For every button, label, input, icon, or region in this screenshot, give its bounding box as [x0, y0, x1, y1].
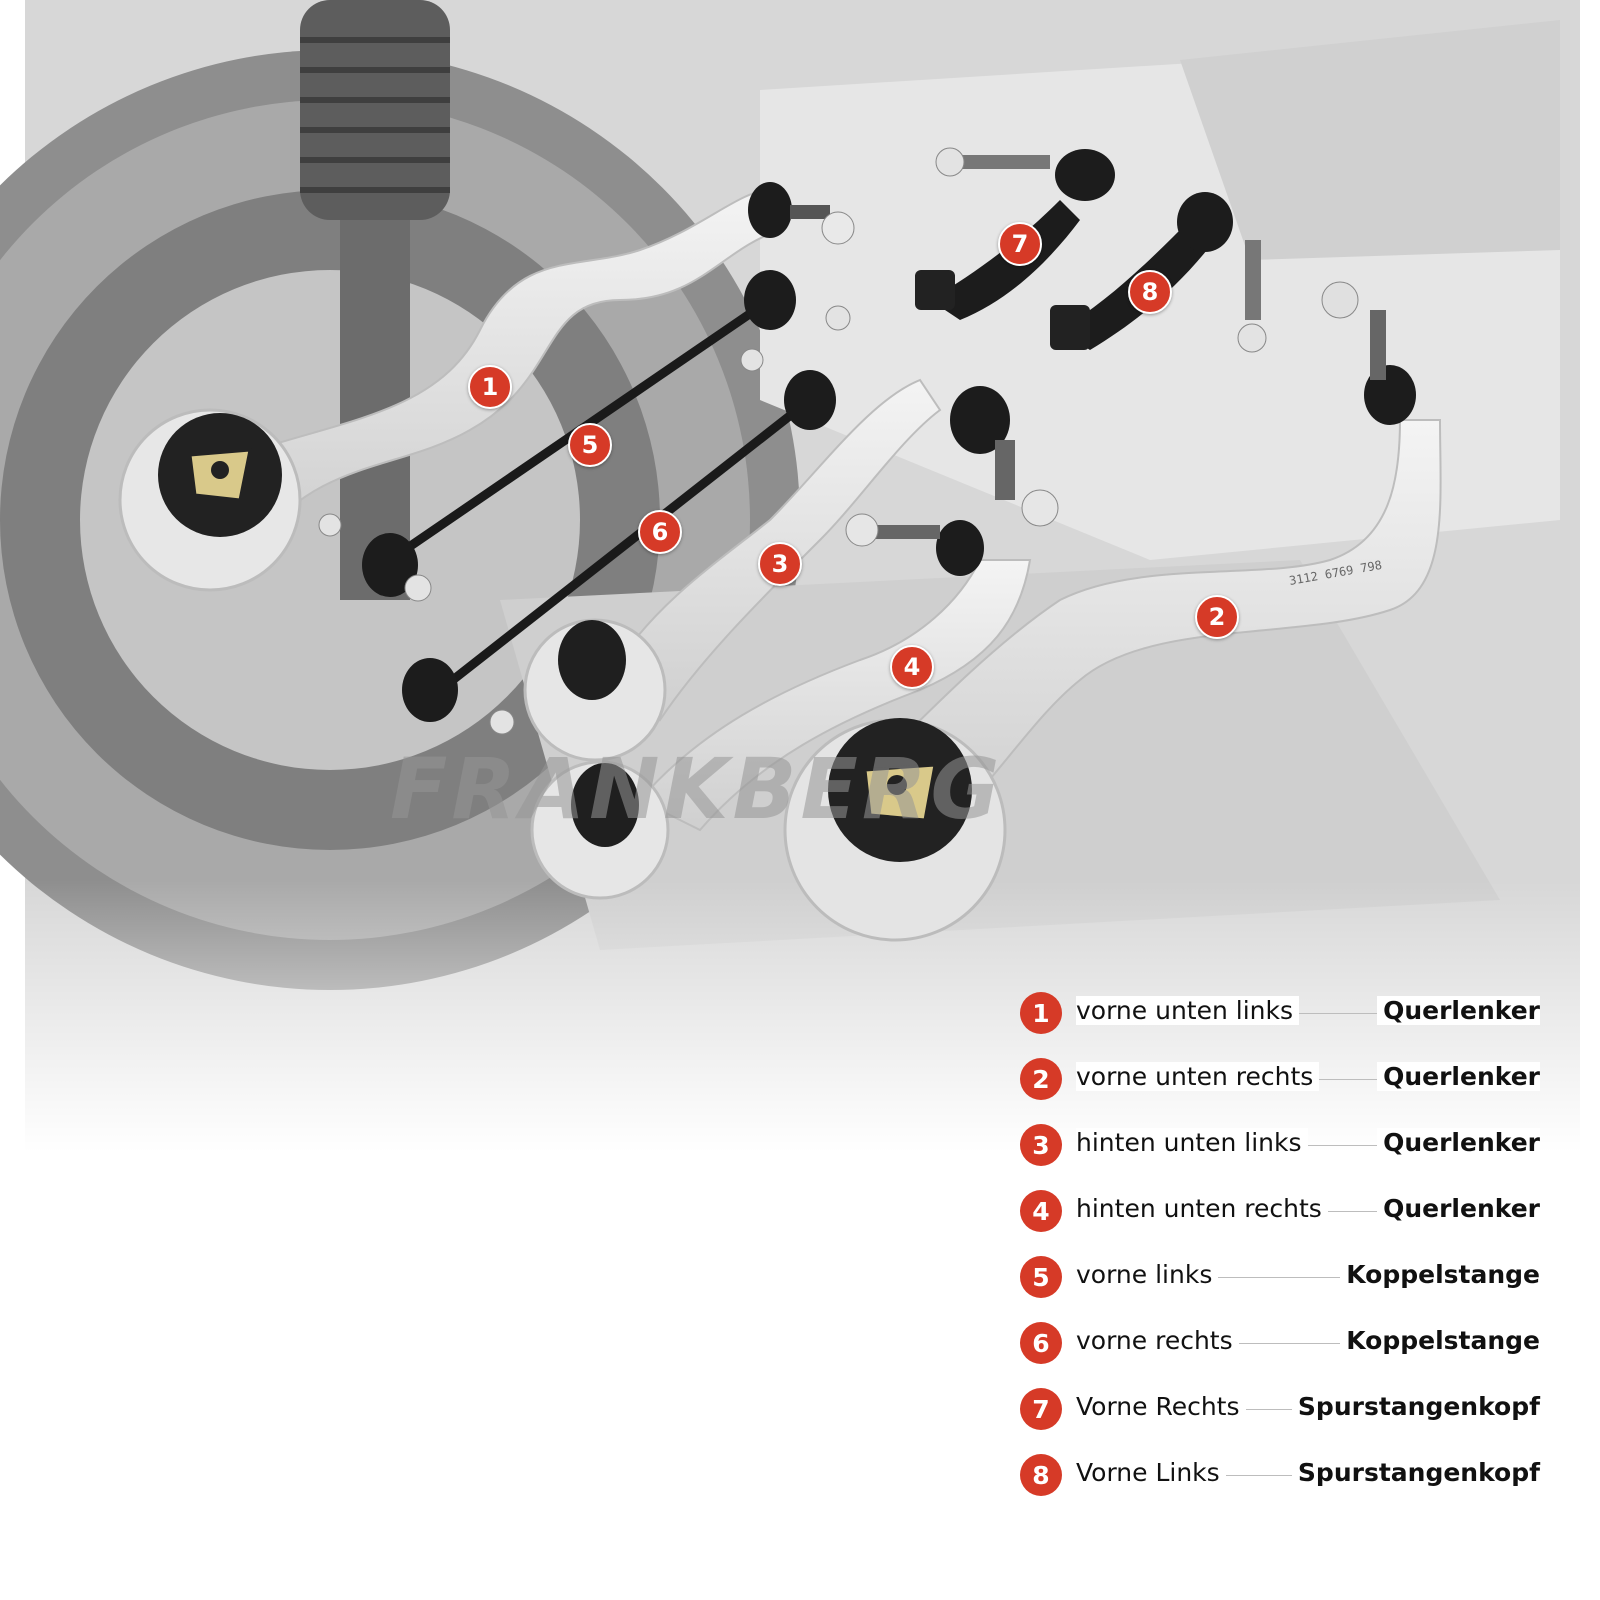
legend-part-type: Koppelstange [1340, 1260, 1540, 1289]
legend-part-type: Querlenker [1377, 1194, 1540, 1223]
legend-number: 1 [1020, 992, 1062, 1034]
badge-5: 5 [568, 423, 612, 467]
badge-7: 7 [998, 222, 1042, 266]
part-6-stabilizer-link [402, 348, 836, 735]
badge-3: 3 [758, 542, 802, 586]
legend-row: 5 vorne links Koppelstange [1020, 1256, 1540, 1322]
legend-part-type: Querlenker [1377, 1128, 1540, 1157]
leader-line [1080, 1145, 1540, 1146]
legend-position: hinten unten rechts [1076, 1194, 1328, 1223]
part-2-control-arm [783, 281, 1442, 942]
legend-part-type: Spurstangenkopf [1291, 1392, 1540, 1421]
legend-row: 7 Vorne Rechts Spurstangenkopf [1020, 1388, 1540, 1454]
part-1-control-arm [118, 182, 855, 592]
legend-row: 2 vorne unten rechts Querlenker [1020, 1058, 1540, 1124]
badge-4: 4 [890, 645, 934, 689]
legend-number: 5 [1020, 1256, 1062, 1298]
part-4-control-arm [530, 513, 1032, 900]
legend-position: vorne unten links [1076, 996, 1300, 1025]
legend-position: hinten unten links [1076, 1128, 1308, 1157]
legend-position: Vorne Links [1076, 1458, 1226, 1487]
watermark-logo: FRANKBERG [390, 740, 1004, 838]
legend-number: 3 [1020, 1124, 1062, 1166]
parts-legend: 1 vorne unten links Querlenker 2 vorne u… [1020, 992, 1540, 1520]
legend-row: 8 Vorne Links Spurstangenkopf [1020, 1454, 1540, 1520]
legend-part-type: Spurstangenkopf [1291, 1458, 1540, 1487]
legend-number: 4 [1020, 1190, 1062, 1232]
legend-position: vorne links [1076, 1260, 1219, 1289]
legend-position: vorne unten rechts [1076, 1062, 1320, 1091]
legend-part-type: Koppelstange [1340, 1326, 1540, 1355]
badge-2: 2 [1195, 595, 1239, 639]
legend-part-type: Querlenker [1377, 1062, 1540, 1091]
badge-8: 8 [1128, 270, 1172, 314]
badge-6: 6 [638, 510, 682, 554]
legend-row: 6 vorne rechts Koppelstange [1020, 1322, 1540, 1388]
badge-1: 1 [468, 365, 512, 409]
leader-line [1080, 1277, 1540, 1278]
legend-number: 2 [1020, 1058, 1062, 1100]
legend-row: 1 vorne unten links Querlenker [1020, 992, 1540, 1058]
leader-line [1080, 1013, 1540, 1014]
legend-row: 4 hinten unten rechts Querlenker [1020, 1190, 1540, 1256]
legend-position: Vorne Rechts [1076, 1392, 1246, 1421]
legend-number: 6 [1020, 1322, 1062, 1364]
legend-number: 7 [1020, 1388, 1062, 1430]
legend-position: vorne rechts [1076, 1326, 1239, 1355]
legend-part-type: Querlenker [1377, 996, 1540, 1025]
legend-number: 8 [1020, 1454, 1062, 1496]
legend-row: 3 hinten unten links Querlenker [1020, 1124, 1540, 1190]
leader-line [1080, 1343, 1540, 1344]
